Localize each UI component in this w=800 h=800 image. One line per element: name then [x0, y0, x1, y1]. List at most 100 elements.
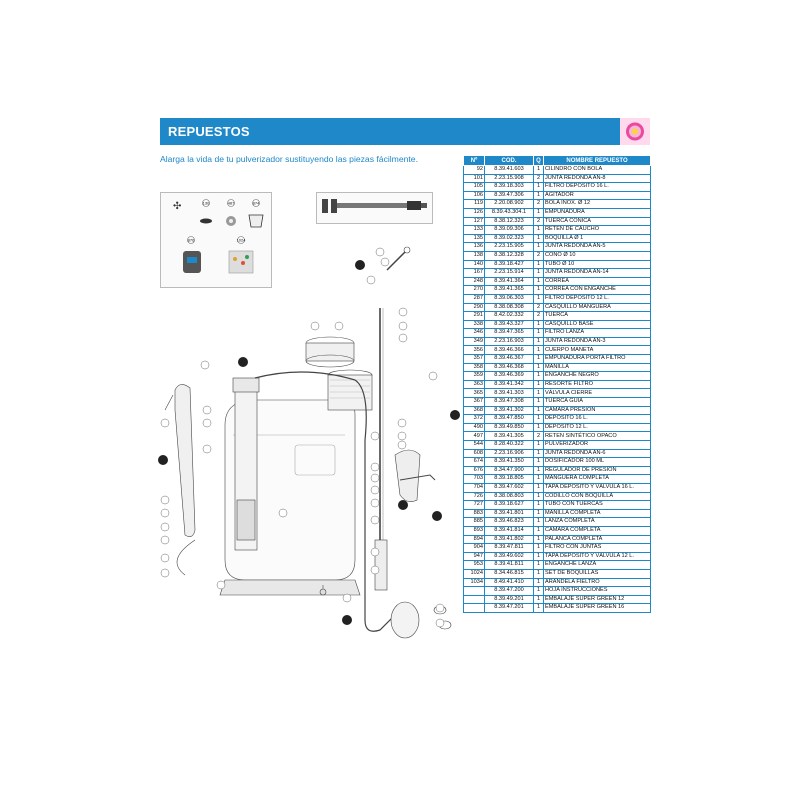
exploded-diagram — [155, 240, 465, 660]
part-code-cell: 8.39.41.811 — [484, 560, 534, 570]
part-quantity-cell: 1 — [533, 509, 544, 519]
part-quantity-cell: 1 — [533, 337, 544, 347]
part-name-cell: EMPUÑADURA PORTA FILTRO — [543, 354, 651, 364]
nozzle-illustration — [322, 199, 427, 213]
sprayer-diagram — [158, 246, 460, 639]
part-name-cell: REGULADOR DE PRESIÓN — [543, 466, 651, 476]
part-code-cell: 8.39.46.369 — [484, 371, 534, 381]
part-number-cell — [463, 603, 485, 613]
part-name-cell: TUERCA — [543, 311, 651, 321]
part-name-cell: TUERCA GUÍA — [543, 397, 651, 407]
part-quantity-cell: 1 — [533, 595, 544, 605]
part-name-cell: CORREA — [543, 277, 651, 287]
part-name-cell: TAPA DEPOSITO Y VÁLVULA 16 L. — [543, 483, 651, 493]
part-name-cell: MANILLA COMPLETA — [543, 509, 651, 519]
part-number-cell: 674 — [463, 457, 485, 467]
part-number-cell: 727 — [463, 500, 485, 510]
part-number-cell: 1034 — [463, 578, 485, 588]
part-code-cell: 8.38.08.803 — [484, 492, 534, 502]
part-quantity-cell: 1 — [533, 474, 544, 484]
part-number-cell: 953 — [463, 560, 485, 570]
part-name-cell: DEPÓSITO 12 L. — [543, 423, 651, 433]
column-header-quantity: Q — [533, 155, 544, 166]
column-header-code: COD. — [484, 155, 534, 166]
part-number-cell: 365 — [463, 388, 485, 399]
part-number-cell: 346 — [463, 328, 485, 338]
part-code-cell: 8.39.41.302 — [484, 406, 534, 416]
part-quantity-cell: 1 — [533, 320, 544, 330]
part-number-cell: 291 — [463, 311, 485, 321]
part-number-cell: 1024 — [463, 569, 485, 579]
part-number-cell: 356 — [463, 345, 485, 356]
part-name-cell: JUNTA REDONDA AN-3 — [543, 337, 651, 347]
part-number-cell: 490 — [463, 423, 485, 433]
part-code-cell: 8.39.41.303 — [484, 388, 534, 399]
part-number-cell: 119 — [463, 199, 485, 209]
part-code-cell: 8.39.46.368 — [484, 363, 534, 373]
part-name-cell: EMBALAJE SUPER GREEN 12 — [543, 595, 651, 605]
part-quantity-cell: 1 — [533, 500, 544, 510]
thumb-label: 1024 — [237, 238, 247, 243]
part-code-cell: 8.39.41.364 — [484, 277, 534, 287]
part-quantity-cell: 1 — [533, 268, 544, 278]
part-code-cell: 8.38.12.323 — [484, 217, 534, 227]
part-number-cell: 127 — [463, 217, 485, 227]
part-number-cell: 894 — [463, 535, 485, 545]
flower-logo-icon — [626, 122, 644, 141]
part-name-cell: FILTRO DEPOSITO 12 L. — [543, 294, 651, 304]
thumb-label: 876 — [188, 238, 195, 243]
part-quantity-cell: 1 — [533, 560, 544, 570]
part-quantity-cell: 1 — [533, 483, 544, 493]
svg-text:✣: ✣ — [173, 201, 181, 212]
page-title: REPUESTOS — [168, 124, 250, 139]
part-name-cell: RETEN DE CAUCHO — [543, 225, 651, 235]
part-name-cell: JUNTA REDONDA AN-14 — [543, 268, 651, 278]
part-number-cell: 726 — [463, 492, 485, 502]
part-quantity-cell: 1 — [533, 260, 544, 270]
part-code-cell: 8.39.46.823 — [484, 517, 534, 527]
part-quantity-cell: 1 — [533, 242, 544, 252]
part-quantity-cell: 1 — [533, 543, 544, 553]
part-name-cell: JUNTA REDONDA AN-6 — [543, 449, 651, 459]
part-quantity-cell: 1 — [533, 535, 544, 545]
part-code-cell: 8.39.47.201 — [484, 603, 534, 613]
part-code-cell: 8.39.47.306 — [484, 191, 534, 201]
part-quantity-cell: 1 — [533, 440, 544, 450]
part-code-cell: 8.39.02.323 — [484, 234, 534, 244]
part-code-cell: 8.39.47.811 — [484, 543, 534, 553]
thumb-label: 487 — [228, 201, 235, 206]
part-number-cell: 359 — [463, 371, 485, 381]
part-code-cell: 8.39.09.306 — [484, 225, 534, 235]
part-code-cell: 8.39.41.342 — [484, 380, 534, 390]
subtitle: Alarga la vida de tu pulverizador sustit… — [160, 154, 418, 164]
part-number-cell: 544 — [463, 440, 485, 450]
part-number-cell — [463, 595, 485, 605]
part-name-cell: HOJA INSTRUCCIONES — [543, 586, 651, 596]
part-name-cell: RESORTE FILTRO — [543, 380, 651, 390]
part-quantity-cell: 1 — [533, 165, 544, 175]
part-name-cell: ARANDELA FIELTRO — [543, 578, 651, 588]
part-number-cell: 372 — [463, 414, 485, 424]
part-name-cell: ENGANCHE LANZA — [543, 560, 651, 570]
part-quantity-cell: 1 — [533, 380, 544, 390]
part-quantity-cell: 1 — [533, 423, 544, 433]
part-number-cell: 101 — [463, 174, 485, 184]
